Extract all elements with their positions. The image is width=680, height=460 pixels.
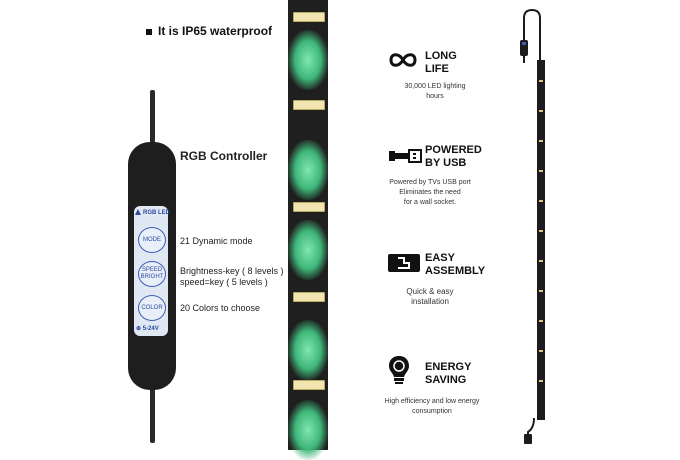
feature-sub-line: Eliminates the need (399, 189, 461, 196)
feature-sub-line: High efficiency and low energy (384, 398, 480, 405)
feature-sub: 30,000 LED lighting hours (395, 82, 475, 102)
feature-title-line: BY USB (425, 157, 467, 169)
led-chip (293, 202, 325, 212)
feature-sub: High efficiency and low energy consumptio… (382, 397, 482, 417)
bullet-square-icon (146, 28, 152, 35)
led-glow (288, 220, 328, 280)
led-chip (293, 12, 325, 22)
feature-sub-line: Powered by TVs USB port (389, 179, 471, 186)
led-chip (539, 380, 543, 382)
led-chip (539, 200, 543, 202)
feature-title-line: SAVING (425, 374, 467, 386)
feature-sub-line: Quick & easy (406, 287, 454, 296)
controller-cable-bottom (150, 385, 155, 443)
feature-sub-line: 30,000 LED lighting hours (404, 83, 466, 100)
plug-icon (388, 254, 420, 277)
feature-title-line: LONG (425, 50, 457, 62)
speed-bright-button[interactable]: SPEED BRIGHT (138, 261, 166, 287)
usb-icon (388, 148, 422, 169)
led-chip (293, 292, 325, 302)
speed-note: speed=key ( 5 levels ) (180, 277, 268, 287)
controller-title: RGB Controller (180, 149, 268, 163)
led-glow (288, 140, 328, 200)
waterproof-heading: It is IP65 waterproof (146, 24, 272, 38)
feature-sub-line: installation (411, 297, 449, 306)
controller-cable-top (150, 90, 155, 150)
led-chip (293, 380, 325, 390)
led-glow (288, 30, 328, 90)
mode-button[interactable]: MODE (138, 227, 166, 253)
panel-label: RGB LED (143, 210, 170, 216)
led-glow (288, 400, 328, 460)
usb-cable-loop (520, 8, 541, 63)
feature-sub-line: consumption (412, 408, 452, 415)
usb-plug-icon (524, 418, 535, 444)
led-chip (539, 230, 543, 232)
led-chip (539, 350, 543, 352)
led-chip (293, 100, 325, 110)
led-chip (539, 170, 543, 172)
led-strip-full (537, 60, 545, 420)
feature-title-line: LIFE (425, 63, 449, 75)
feature-title-line: ASSEMBLY (425, 265, 486, 277)
brightness-note: Brightness-key ( 8 levels ) (180, 266, 284, 276)
voltage-label: ⊕ 5-24V (136, 326, 159, 332)
feature-sub-line: for a wall socket. (403, 199, 457, 206)
feature-title-line: POWERED (425, 144, 482, 156)
bulb-recycle-icon (388, 355, 410, 390)
voltage-text: 5-24V (142, 326, 159, 332)
led-chip (539, 110, 543, 112)
warning-triangle-icon (135, 209, 141, 215)
waterproof-text: It is IP65 waterproof (158, 24, 273, 38)
feature-title-line: EASY (425, 252, 455, 264)
led-chip (539, 80, 543, 82)
led-chip (539, 290, 543, 292)
color-button[interactable]: COLOR (138, 295, 166, 321)
led-chip (539, 140, 543, 142)
mode-note: 21 Dynamic mode (180, 236, 253, 246)
colors-note: 20 Colors to choose (180, 303, 261, 313)
led-chip (539, 260, 543, 262)
led-chip (539, 320, 543, 322)
feature-title-line: ENERGY (425, 361, 472, 373)
led-glow (288, 320, 328, 380)
infinity-icon (388, 50, 418, 75)
